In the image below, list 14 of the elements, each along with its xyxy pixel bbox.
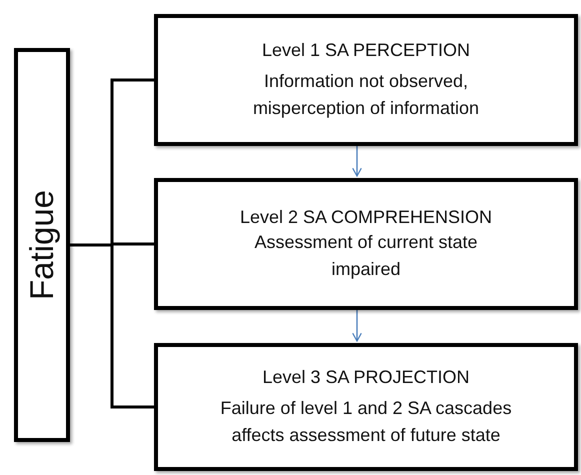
cause-label: Fatigue <box>23 190 61 300</box>
level-box <box>154 178 578 310</box>
connector-line <box>70 244 154 408</box>
arrow <box>352 146 362 177</box>
level-description: Information not observed, misperception of information <box>252 70 480 120</box>
level-box <box>154 14 578 146</box>
level-description: Failure of level 1 and 2 SA cascades affects assessment of future state <box>219 397 513 448</box>
cause-box <box>14 48 70 442</box>
level-title: Level 3 SA PROJECTION <box>262 366 470 389</box>
level-title: Level 2 SA COMPREHENSION <box>240 206 492 229</box>
level-title: Level 1 SA PERCEPTION <box>262 38 470 62</box>
level-box <box>154 343 578 471</box>
arrow <box>352 310 362 342</box>
level-description: Assessment of current state impaired <box>253 231 479 282</box>
